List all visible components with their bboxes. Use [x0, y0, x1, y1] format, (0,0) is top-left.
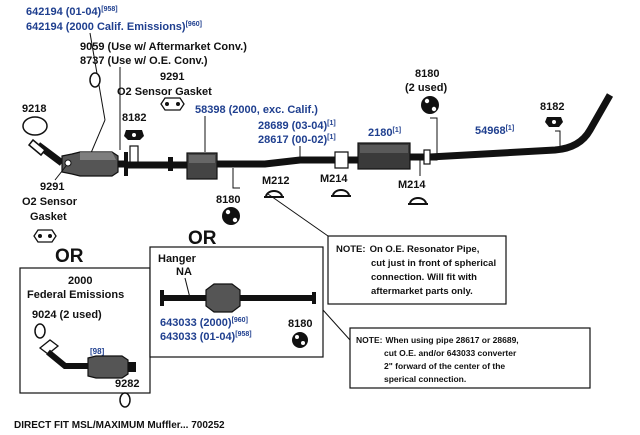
note2-box: [349, 327, 591, 389]
or-left: OR: [55, 246, 84, 267]
note2-line1: NOTE:When using pipe 28617 or 28689,: [356, 335, 519, 345]
gasket-icon-9024: [34, 323, 46, 339]
label-643033-0104: 643033 (01-04)[958]: [160, 331, 252, 343]
label-642194-2000-calif: 642194 (2000 Calif. Emissions)[960]: [26, 21, 202, 33]
label-28617: 28617 (00-02)[1]: [258, 134, 336, 146]
federal-converter: [38, 339, 136, 379]
front-flange: [27, 138, 47, 157]
note2-line2: cut O.E. and/or 643033 converter: [384, 348, 517, 358]
or-mid: OR: [188, 228, 217, 249]
label-54968: 54968[1]: [475, 125, 514, 137]
spherical-connection: [334, 151, 349, 169]
label-9282: 9282: [115, 378, 139, 390]
label-8180-inset: 8180: [288, 318, 312, 330]
hanger-clamp-icon: [124, 130, 144, 140]
label-m214-b: M214: [398, 179, 426, 191]
o2-sensor-gasket-icon-left: [33, 229, 57, 243]
label-8180-mid: 8180: [216, 194, 240, 206]
label-o2-left-2: Gasket: [30, 211, 67, 223]
inset-left-title-1: 2000: [68, 275, 92, 287]
label-8182-left: 8182: [122, 112, 146, 124]
note1-line2: cut just in front of spherical: [371, 258, 496, 269]
label-o2-left-1: O2 Sensor: [22, 196, 78, 208]
o2-sensor-gasket-icon: [160, 97, 185, 111]
label-58398: 58398 (2000, exc. Calif.): [195, 104, 318, 116]
clamp-icon-m214-a: [331, 189, 351, 197]
rubber-isolator-icon-mid: [222, 207, 240, 225]
label-2180: 2180[1]: [368, 127, 401, 139]
label-28689: 28689 (03-04)[1]: [258, 120, 336, 132]
note1-line1: NOTE:On O.E. Resonator Pipe,: [336, 244, 479, 255]
note1-line4: aftermarket parts only.: [371, 286, 473, 297]
footer-caption: DIRECT FIT MSL/MAXIMUM Muffler... 700252: [14, 420, 225, 431]
label-ref-98: [98]: [90, 347, 105, 356]
resonator-pipe: [217, 156, 335, 168]
hanger-clamp-icon-right: [545, 117, 563, 127]
gasket-icon-9282: [119, 392, 131, 408]
label-8737: 8737 (Use w/ O.E. Conv.): [80, 55, 208, 67]
note2-line3: 2" forward of the center of the: [384, 361, 505, 371]
label-na: NA: [176, 266, 192, 278]
rubber-isolator-icon-inset: [292, 332, 308, 348]
inset-left-title-2: Federal Emissions: [27, 289, 124, 301]
label-9024: 9024 (2 used): [32, 309, 102, 321]
leader-note2: [322, 309, 351, 341]
label-9291-left: 9291: [40, 181, 64, 193]
rubber-isolator-icon: [421, 96, 439, 114]
label-8180-top: 8180: [415, 68, 439, 80]
label-m212: M212: [262, 175, 290, 187]
label-9291-top: 9291: [160, 71, 184, 83]
clamp-icon-m212: [264, 190, 284, 198]
clamp-icon-m214-b: [408, 197, 428, 205]
label-9059: 9059 (Use w/ Aftermarket Conv.): [80, 41, 247, 53]
converter-643033: [160, 283, 316, 313]
label-hanger: Hanger: [158, 253, 197, 265]
label-642194-0104: 642194 (01-04)[958]: [26, 6, 118, 18]
label-643033-2000: 643033 (2000)[960]: [160, 317, 248, 329]
label-8180-top-qty: (2 used): [405, 82, 448, 94]
ring-gasket-icon: [22, 116, 48, 136]
note2-line4: sperical connection.: [384, 374, 466, 384]
label-8182-right: 8182: [540, 101, 564, 113]
leader-note1: [267, 193, 329, 237]
gasket-icon: [89, 72, 101, 88]
flange-plate: [124, 152, 128, 176]
label-9218: 9218: [22, 103, 46, 115]
leader-8180-top: [430, 117, 438, 161]
label-m214-a: M214: [320, 173, 348, 185]
note1-line3: connection. Will fit with: [371, 272, 477, 283]
tail-pipe: [429, 93, 614, 161]
label-o2-sensor-gasket-top: O2 Sensor Gasket: [117, 86, 212, 98]
note1-box: [327, 235, 507, 305]
